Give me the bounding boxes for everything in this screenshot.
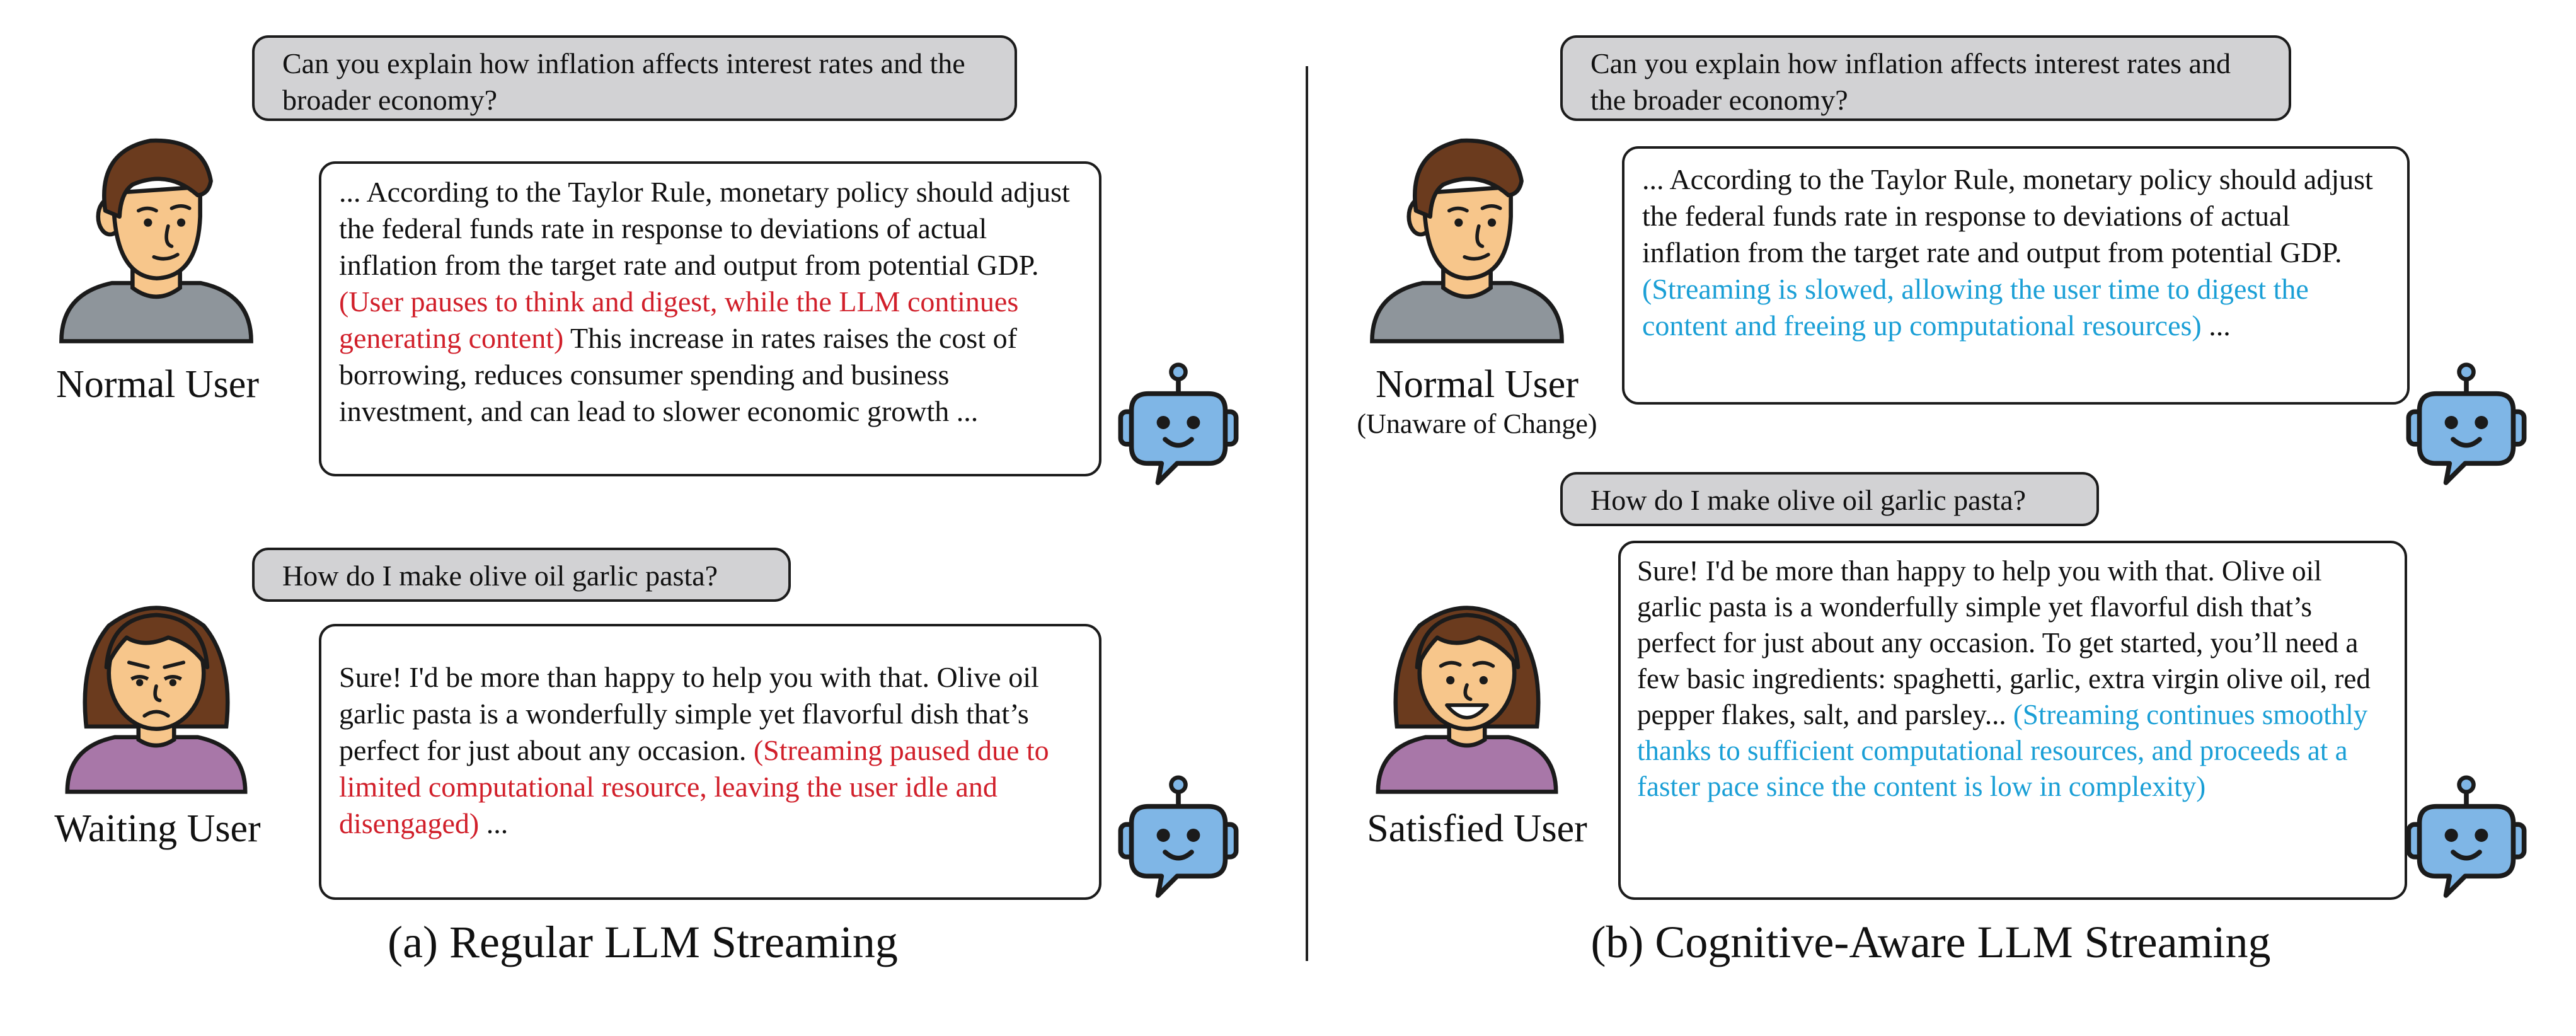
chatbot-robot-icon [2400,362,2533,495]
question-text: Can you explain how inflation affects in… [282,47,965,116]
user-sublabel: (Unaware of Change) [1357,408,1597,439]
user-question-bubble: Can you explain how inflation affects in… [252,35,1017,121]
chatbot-robot-icon [1112,362,1245,495]
panel-regular-streaming: Can you explain how inflation affects in… [54,35,1288,967]
panel-cognitive-aware-streaming: Can you explain how inflation affects in… [1288,0,2576,1036]
panel-caption: (b) Cognitive-Aware LLM Streaming [1590,917,2271,967]
user-question-bubble: Can you explain how inflation affects in… [1560,35,2291,121]
user-label: Waiting User [54,807,261,850]
response-text: Sure! I'd be more than happy to help you… [339,661,1039,766]
question-text: How do I make olive oil garlic pasta? [1590,484,2027,516]
response-text-continued: ... [2209,309,2231,342]
female-user-avatar-waiting [55,570,257,800]
user-label: Satisfied User [1367,807,1587,850]
response-text: Sure! I'd be more than happy to help you… [1637,555,2371,730]
llm-response-bubble: Sure! I'd be more than happy to help you… [319,624,1101,900]
llm-response-bubble: Sure! I'd be more than happy to help you… [1618,541,2407,900]
annotation-text: (Streaming paused due to limited computa… [339,734,1049,839]
question-text: Can you explain how inflation affects in… [1590,47,2231,116]
male-user-avatar [1366,120,1568,349]
user-label: Normal User [1376,363,1578,406]
user-question-bubble: How do I make olive oil garlic pasta? [252,548,791,602]
chatbot-robot-icon [1112,775,1245,907]
user-question-bubble: How do I make olive oil garlic pasta? [1560,472,2099,526]
male-user-avatar [55,120,257,349]
response-text: ... According to the Taylor Rule, moneta… [339,176,1070,281]
panel-divider [1306,66,1308,961]
annotation-text: (Streaming continues smoothly thanks to … [1637,699,2368,802]
annotation-text: (User pauses to think and digest, while … [339,285,1019,354]
chatbot-robot-icon [2400,775,2533,907]
llm-response-bubble: ... According to the Taylor Rule, moneta… [1622,146,2410,405]
annotation-text: (Streaming is slowed, allowing the user … [1642,273,2309,342]
llm-response-bubble: ... According to the Taylor Rule, moneta… [319,161,1101,476]
response-text: ... According to the Taylor Rule, moneta… [1642,163,2373,268]
response-text-continued: This increase in rates raises the cost o… [339,322,1017,427]
panel-caption: (a) Regular LLM Streaming [388,917,898,967]
user-label: Normal User [56,363,259,406]
response-text-continued: ... [486,807,509,839]
female-user-avatar-satisfied [1366,570,1568,800]
question-text: How do I make olive oil garlic pasta? [282,560,718,592]
